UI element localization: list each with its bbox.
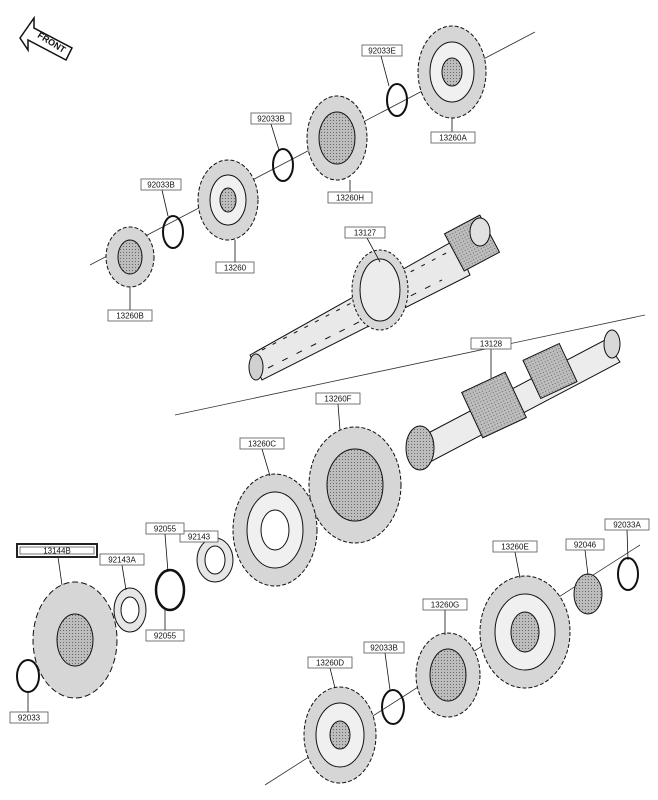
svg-text:13260A: 13260A [439,134,467,143]
gear-13260f [308,426,402,544]
collar-92033b-upper [272,148,294,182]
label-92033b-mid: 92033B [140,178,182,191]
svg-text:92046: 92046 [574,541,597,550]
svg-text:13260H: 13260H [336,194,364,203]
label-13260h: 13260H [327,191,373,204]
circlip-92033a [617,557,639,591]
label-13260b: 13260B [107,309,153,322]
gear-13127 [351,249,409,331]
svg-text:13260: 13260 [224,264,247,273]
svg-text:13144B: 13144B [43,547,71,556]
label-92055-bottom: 92055 [145,629,185,642]
label-13260c: 13260C [239,437,285,450]
gear-13260 [197,159,259,241]
svg-text:92143: 92143 [188,533,211,542]
front-arrow-icon: FRONT [19,15,73,62]
gear-13260h [306,95,368,181]
collar-92033b-mid [162,215,184,249]
sprocket-13144b [32,581,118,699]
label-92046: 92046 [565,538,605,551]
bushing-92143 [196,537,234,583]
bearing-92046 [573,573,603,615]
svg-text:92033B: 92033B [257,115,285,124]
circlip-92033 [16,659,40,693]
label-13128: 13128 [470,337,512,350]
label-92033a: 92033A [604,518,650,531]
svg-text:92055: 92055 [154,525,177,534]
driveshaft-13128 [405,329,621,471]
svg-text:13260G: 13260G [431,601,459,610]
gear-13260c [232,473,318,587]
label-92033b-lower: 92033B [363,641,405,654]
gear-13260d [303,686,377,784]
leader-lines [27,55,629,712]
svg-text:92143A: 92143A [108,556,136,565]
label-92033e: 92033E [361,44,403,57]
svg-text:13260E: 13260E [501,543,529,552]
svg-text:92033E: 92033E [368,47,396,56]
collar-92033e [386,83,408,117]
svg-text:13260C: 13260C [248,440,276,449]
svg-text:92033: 92033 [18,714,41,723]
label-13260a: 13260A [430,131,476,144]
label-13260g: 13260G [422,598,468,611]
svg-text:13127: 13127 [354,229,377,238]
gear-13260g [415,632,481,718]
label-13260e: 13260E [492,540,538,553]
label-92055-top: 92055 [145,522,185,535]
label-13127: 13127 [344,226,386,239]
label-92143: 92143 [179,530,219,543]
svg-text:92055: 92055 [154,632,177,641]
axis-lines [89,31,646,786]
collar-92033b-lower [381,689,405,725]
svg-text:13260D: 13260D [316,659,344,668]
label-92033b-upper: 92033B [250,112,292,125]
svg-text:13128: 13128 [480,340,503,349]
label-92033: 92033 [9,711,49,724]
svg-text:13260F: 13260F [324,395,351,404]
svg-text:92033B: 92033B [147,181,175,190]
label-92143a: 92143A [99,553,145,566]
part-labels: 92033E 13260A 92033B 13260H 92033B 13260… [9,44,650,724]
gear-13260e [479,575,571,689]
circlip-92055 [154,568,186,612]
label-13260f: 13260F [315,392,361,405]
gear-13260b [105,226,155,288]
bushing-92143a [113,587,147,633]
svg-text:13260B: 13260B [116,312,144,321]
gear-13260a [417,25,487,119]
svg-text:92033A: 92033A [613,521,641,530]
label-13260d: 13260D [307,656,353,669]
label-13260: 13260 [215,261,255,274]
label-13144b: 13144B [16,543,98,558]
svg-text:92033B: 92033B [370,644,398,653]
